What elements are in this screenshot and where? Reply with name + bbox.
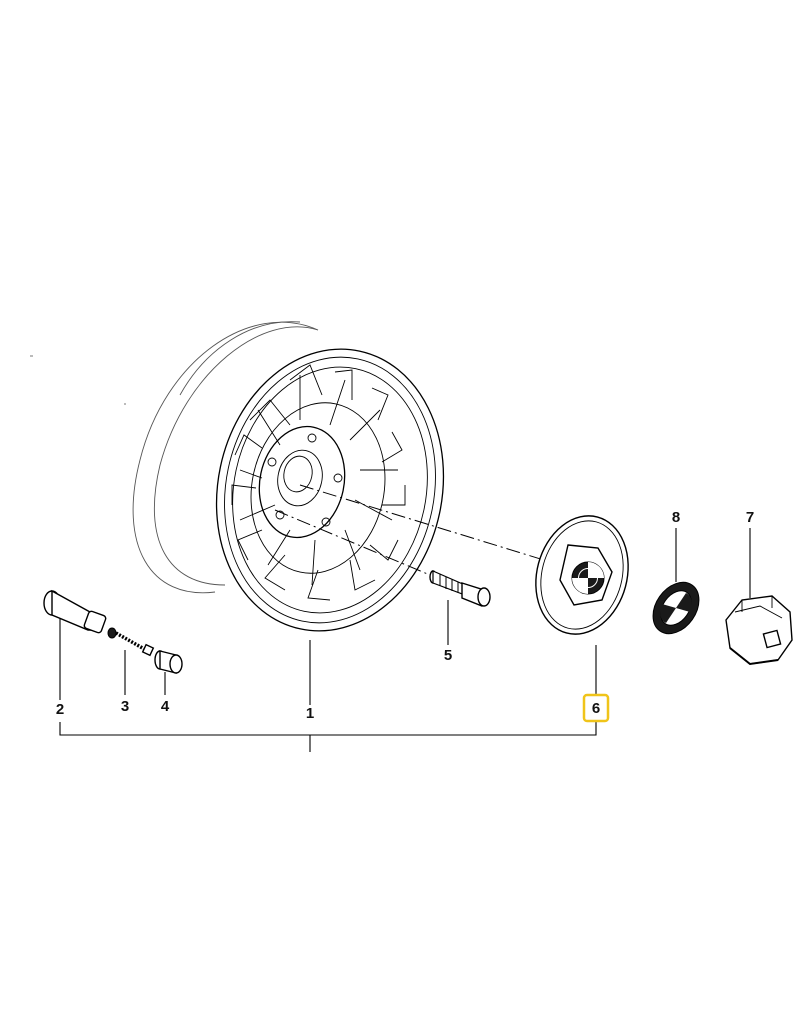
- bolt-axis-line: [274, 509, 431, 576]
- leader-lines: [59, 528, 751, 752]
- assembly-axis-line: [299, 484, 561, 566]
- callout-2[interactable]: 2: [56, 701, 64, 718]
- callout-6[interactable]: 6: [592, 700, 600, 717]
- wheel-rim-drawing: [132, 321, 445, 632]
- edge-mark: [30, 355, 126, 405]
- callout-3[interactable]: 3: [121, 698, 129, 715]
- callout-5[interactable]: 5: [444, 647, 452, 664]
- valve-stem-drawing: [43, 589, 107, 634]
- hub-cap-drawing: [535, 515, 629, 635]
- callout-6-highlight: [582, 693, 610, 723]
- valve-cap-drawing: [154, 650, 183, 674]
- socket-tool-drawing: [725, 595, 793, 666]
- callout-7[interactable]: 7: [746, 509, 754, 526]
- callout-8[interactable]: 8: [672, 509, 680, 526]
- callout-4[interactable]: 4: [161, 698, 170, 715]
- callout-1[interactable]: 1: [306, 705, 314, 722]
- emblem-drawing: [652, 581, 700, 635]
- wheel-bolt-drawing: [429, 570, 491, 607]
- callout-labels: 1 2 3 4 5 6 7 8: [56, 509, 754, 723]
- valve-core-drawing: [107, 627, 155, 657]
